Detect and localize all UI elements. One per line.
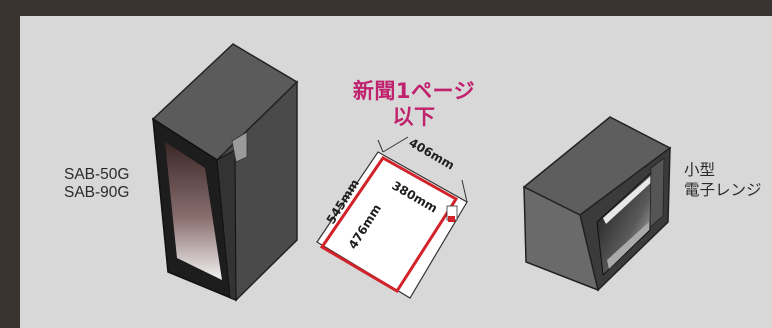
newspaper-size-caption: 新聞1ページ 以下 (344, 78, 484, 130)
microwave-caption-line-2: 電子レンジ (684, 181, 762, 199)
newspaper-size-diagram: 406mm 545mm 380mm 476mm (316, 135, 468, 299)
model-name: SAB-50G (64, 166, 130, 183)
model-name-list: SAB-50G SAB-90G (64, 166, 129, 202)
caption-line-1: 新聞1ページ (352, 79, 476, 103)
microwave-caption-line-1: 小型 (684, 161, 716, 179)
microwave-caption: 小型 電子レンジ (684, 160, 762, 200)
microwave-illustration (522, 116, 672, 292)
caption-line-2: 以下 (392, 105, 436, 129)
cabinet-illustration (151, 43, 299, 302)
model-name: SAB-90G (64, 184, 130, 201)
dimension-outer-width: 406mm (407, 135, 457, 172)
